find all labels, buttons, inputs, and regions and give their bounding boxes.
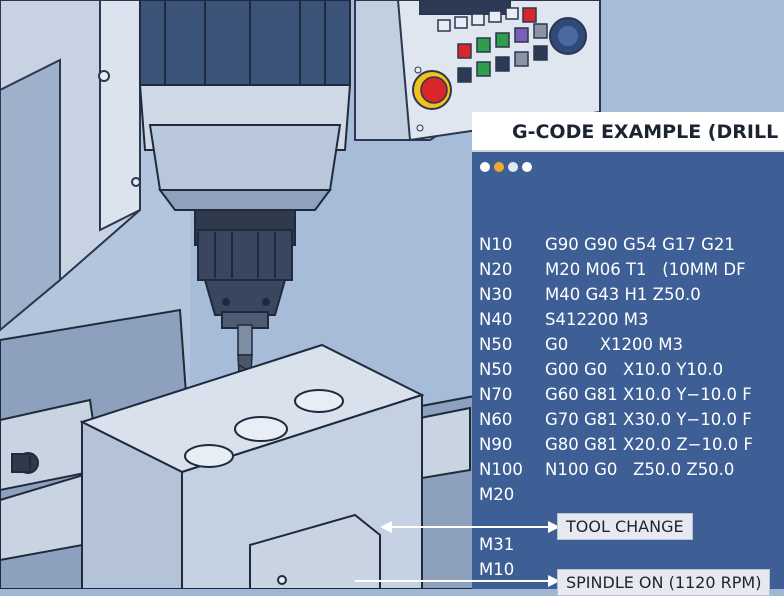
spindle-on-arrow [355, 575, 560, 587]
line-number: N10 [479, 235, 513, 254]
line-code: G70 G81 X30.0 Y−10.0 F [545, 410, 752, 429]
line-code: N100 G0 Z50.0 Z50.0 [545, 460, 735, 479]
line-number: M20 [479, 485, 515, 504]
gcode-line: N100 N100 G0 Z50.0 Z50.0 [479, 457, 753, 482]
gcode-line: N60 G70 G81 X30.0 Y−10.0 F [479, 407, 753, 432]
tool-change-arrow [380, 521, 560, 533]
gcode-line: N10 G90 G90 G54 G17 G21 [479, 232, 753, 257]
gcode-line: N50 G00 G0 X10.0 Y10.0 [479, 357, 753, 382]
window-dots [480, 157, 536, 172]
line-code: G60 G81 X10.0 Y−10.0 F [545, 385, 752, 404]
control-buttons-icon [437, 7, 548, 83]
gcode-line: N30 M40 G43 H1 Z50.0 [479, 282, 753, 307]
panel-title: G-CODE EXAMPLE (DRILL [472, 112, 784, 152]
line-number: M31 [479, 535, 515, 554]
window-dot [508, 162, 518, 172]
gcode-line: N90 G80 G81 X20.0 Z−10.0 F [479, 432, 753, 457]
emergency-stop-icon [412, 70, 452, 110]
window-dot [522, 162, 532, 172]
line-code: G90 G90 G54 G17 G21 [545, 235, 735, 254]
line-number: N40 [479, 310, 513, 329]
gcode-line: M20 [479, 482, 753, 507]
spindle-on-label: SPINDLE ON (1120 RPM) [557, 569, 771, 596]
line-code: G00 G0 X10.0 Y10.0 [545, 360, 724, 379]
gcode-panel: G-CODE EXAMPLE (DRILL N10 G90 G90 G54 G17… [472, 112, 784, 589]
line-number: N30 [479, 285, 513, 304]
line-code: M20 M06 T1 (10MM DF [545, 260, 746, 279]
line-code: M40 G43 H1 Z50.0 [545, 285, 701, 304]
line-number: N70 [479, 385, 513, 404]
line-code: G0 X1200 M3 [545, 335, 684, 354]
line-code: S412200 M3 [545, 310, 649, 329]
window-dot [480, 162, 490, 172]
gcode-line: M31 [479, 532, 753, 557]
line-code: G80 G81 X20.0 Z−10.0 F [545, 435, 753, 454]
gcode-line: N40 S412200 M3 [479, 307, 753, 332]
gcode-line: N70 G60 G81 X10.0 Y−10.0 F [479, 382, 753, 407]
spindle-head [138, 0, 352, 329]
line-number: N100 [479, 460, 523, 479]
workpiece [79, 343, 425, 589]
line-number: N90 [479, 435, 513, 454]
gcode-line: N50 G0 X1200 M3 [479, 332, 753, 357]
tool-change-label: TOOL CHANGE [557, 513, 693, 540]
line-number: N50 [479, 360, 513, 379]
line-number: M10 [479, 560, 515, 579]
line-number: N20 [479, 260, 513, 279]
gcode-line: N20 M20 M06 T1 (10MM DF [479, 257, 753, 282]
window-dot [494, 162, 504, 172]
line-number: N50 [479, 335, 513, 354]
gcode-line: M10 [479, 557, 753, 582]
line-number: N60 [479, 410, 513, 429]
